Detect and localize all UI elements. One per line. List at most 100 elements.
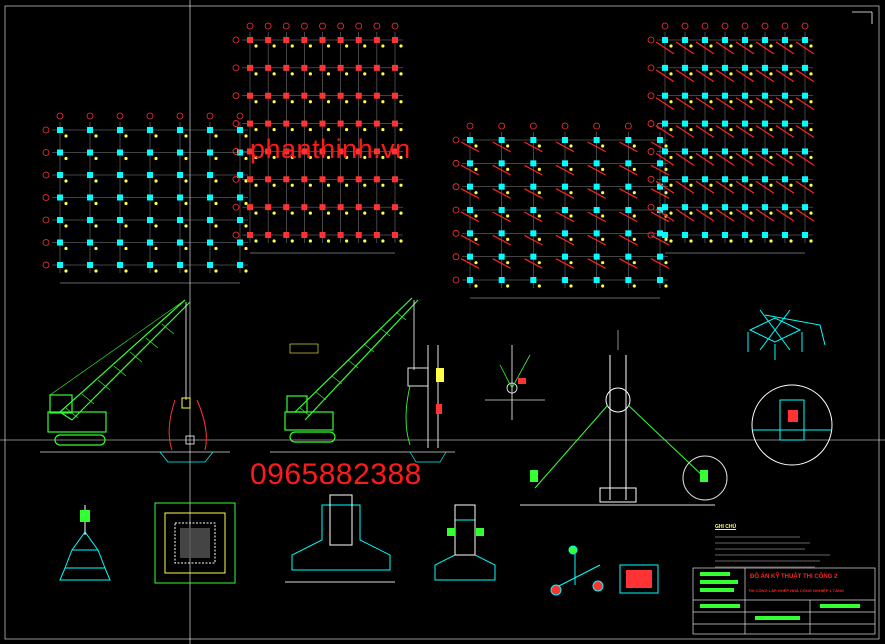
column-mark	[657, 253, 663, 260]
column-mark	[319, 148, 326, 155]
axis-bubble	[300, 22, 308, 30]
column-mark	[498, 137, 505, 143]
column-mark	[247, 92, 253, 99]
column-mark	[802, 232, 808, 238]
axis-bubble	[761, 22, 769, 30]
axis-bubble	[42, 126, 50, 134]
axis-bubble	[236, 112, 244, 120]
axis-bubble	[647, 148, 655, 155]
lift-param-tag	[289, 343, 319, 354]
column-mark	[762, 232, 768, 238]
axis-bubble	[593, 122, 601, 130]
column-mark	[57, 194, 63, 201]
column-mark	[802, 37, 808, 43]
column-mark	[562, 207, 568, 213]
column-mark	[530, 183, 537, 190]
watermark-phone: 0965882388	[250, 458, 422, 491]
column-mark	[247, 204, 253, 211]
column-mark	[662, 232, 668, 238]
column-mark	[593, 253, 600, 260]
column-mark	[562, 160, 568, 167]
column-mark	[355, 176, 362, 183]
column-mark	[562, 253, 568, 260]
column-mark	[337, 148, 344, 155]
truss-erection-plan-top	[647, 22, 815, 254]
column-mark	[742, 37, 748, 43]
column-mark	[742, 120, 748, 127]
anchor-joint-detail	[751, 384, 833, 466]
axis-bubble	[42, 239, 50, 246]
column-mark	[722, 176, 728, 183]
column-mark	[657, 160, 663, 167]
column-mark	[530, 207, 537, 213]
axis-bubble	[206, 112, 214, 120]
column-mark	[593, 183, 600, 190]
column-mark	[57, 217, 63, 223]
column-mark	[802, 148, 808, 155]
axis-bubble	[42, 194, 50, 201]
column-mark	[498, 183, 505, 190]
column-mark	[498, 253, 505, 260]
column-mark	[373, 148, 380, 155]
column-mark	[265, 92, 272, 99]
axis-bubble	[282, 22, 290, 30]
column-mark	[782, 120, 788, 127]
column-mark	[593, 160, 600, 167]
column-mark	[392, 92, 398, 99]
column-mark	[392, 204, 398, 211]
axis-bubble	[176, 112, 184, 120]
column-mark	[722, 148, 728, 155]
column-lifting-frame	[59, 505, 111, 581]
axis-bubble	[647, 92, 655, 100]
column-mark	[177, 262, 183, 268]
column-mark	[657, 137, 663, 143]
axis-bubble	[452, 183, 460, 191]
axis-bubble	[781, 22, 789, 30]
column-mark	[392, 120, 398, 127]
axis-bubble	[146, 112, 154, 120]
column-mark	[702, 232, 708, 238]
column-mark	[625, 137, 632, 143]
column-mark	[682, 176, 688, 183]
column-mark	[467, 160, 473, 167]
column-mark	[177, 127, 183, 133]
axis-bubble	[42, 261, 50, 269]
column-mark	[742, 92, 748, 99]
column-mark	[117, 194, 123, 201]
column-mark	[177, 149, 183, 156]
column-mark	[467, 230, 473, 237]
axis-bubble	[681, 22, 689, 30]
column-mark	[702, 64, 708, 71]
column-mark	[662, 204, 668, 211]
column-mark	[682, 232, 688, 238]
column-mark	[562, 137, 568, 143]
column-mark	[87, 172, 93, 178]
column-mark	[467, 277, 473, 283]
axis-bubble	[116, 112, 124, 120]
column-bracing-detail	[520, 330, 728, 506]
column-mark	[301, 64, 308, 71]
sheet-frame	[4, 5, 880, 640]
column-mark	[530, 137, 537, 143]
column-mark	[57, 262, 63, 268]
foundation-pad-plan	[154, 502, 236, 584]
axis-bubble	[452, 229, 460, 237]
notes-lines	[715, 536, 830, 568]
column-mark	[802, 176, 808, 183]
title-block	[692, 567, 876, 635]
column-mark	[498, 207, 505, 213]
axis-bubble	[56, 112, 64, 120]
axis-bubble	[466, 122, 474, 130]
axis-bubble	[661, 22, 669, 30]
truss-joint-isometric	[747, 309, 826, 360]
column-mark	[593, 207, 600, 213]
column-mark	[593, 277, 600, 283]
column-mark	[319, 64, 326, 71]
column-mark	[682, 64, 688, 71]
turnbuckle-detail	[550, 545, 604, 596]
column-mark	[722, 120, 728, 127]
column-hanging-2	[405, 345, 444, 448]
column-mark	[117, 262, 123, 268]
column-erection-plan-top	[232, 22, 403, 254]
